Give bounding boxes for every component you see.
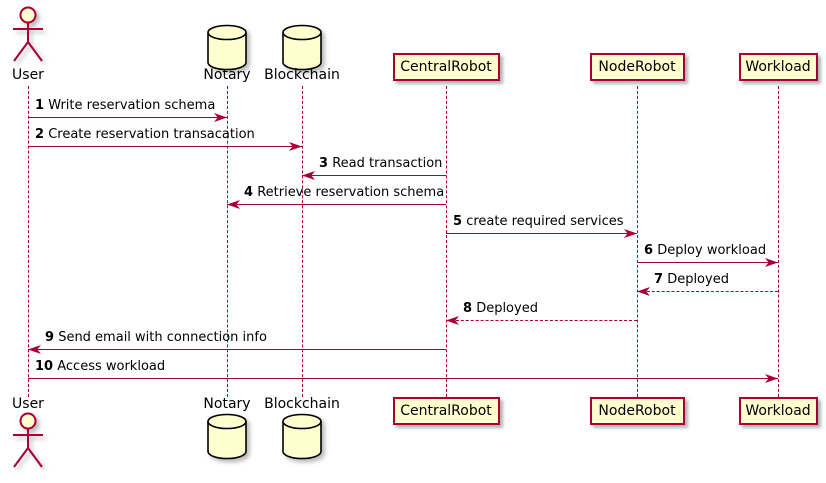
database-icon [207,24,247,75]
message-text: Send email with connection info [58,330,267,345]
participant-footer-noderobot: NodeRobot [589,397,685,425]
message-number: 4 [244,185,254,200]
arrowhead-icon [227,200,240,209]
arrowhead-icon [28,345,41,354]
lifeline-workload [778,86,779,397]
message-text: Retrieve reservation schema [257,185,445,200]
message-text: Deployed [476,301,538,316]
participant-header-workload: Workload [738,53,818,81]
actor-icon [0,6,56,68]
participant-name: NodeRobot [598,59,676,75]
participant-name: CentralRobot [400,403,492,419]
message-text: Write reservation schema [48,98,216,113]
message-3-line [302,175,446,176]
participant-header-centralrobot: CentralRobot [392,53,500,81]
message-text: Create reservation transacation [48,127,255,142]
arrowhead-icon [446,316,459,325]
message-number: 6 [644,243,654,258]
message-text: Access workload [57,359,166,374]
message-10-line [28,378,778,379]
message-3-label: 3 Read transaction [319,156,442,171]
message-4-line [227,204,446,205]
arrowhead-icon [624,229,637,238]
message-7-line [637,291,778,292]
database-icon [282,413,322,464]
lifeline-notary [227,86,228,397]
participant-footer-label-user: User [12,396,44,412]
lifeline-centralrobot [446,86,447,397]
arrowhead-icon [214,113,227,122]
message-text: Deployed [667,272,729,287]
message-number: 9 [45,330,55,345]
message-9-line [28,349,446,350]
participant-name: CentralRobot [400,59,492,75]
message-number: 5 [453,214,463,229]
message-number: 10 [35,359,54,374]
arrowhead-icon [765,258,778,267]
lifeline-blockchain [302,86,303,397]
participant-footer-label-notary: Notary [203,396,251,412]
participant-name: Workload [745,403,811,419]
message-text: Deploy workload [657,243,767,258]
message-number: 2 [35,127,45,142]
lifeline-noderobot [637,86,638,397]
participant-footer-centralrobot: CentralRobot [392,397,500,425]
arrowhead-icon [765,374,778,383]
arrowhead-icon [289,142,302,151]
message-1-label: 1 Write reservation schema [35,98,215,113]
arrowhead-icon [637,287,650,296]
participant-footer-label-blockchain: Blockchain [264,396,340,412]
database-icon [207,413,247,464]
message-8-line [446,320,637,321]
message-number: 3 [319,156,329,171]
message-text: Read transaction [332,156,443,171]
message-8-label: 8 Deployed [463,301,538,316]
message-text: create required services [466,214,624,229]
message-number: 8 [463,301,473,316]
database-icon [282,24,322,75]
message-6-line [637,262,778,263]
participant-header-label-notary: Notary [203,67,251,83]
message-7-label: 7 Deployed [654,272,729,287]
participant-name: NodeRobot [598,403,676,419]
participant-footer-workload: Workload [738,397,818,425]
message-5-label: 5 create required services [453,214,624,229]
participant-header-label-user: User [12,67,44,83]
message-4-label: 4 Retrieve reservation schema [244,185,444,200]
lifeline-user [28,86,29,397]
participant-header-noderobot: NodeRobot [589,53,685,81]
arrowhead-icon [302,171,315,180]
message-9-label: 9 Send email with connection info [45,330,267,345]
actor-icon [0,412,56,474]
message-5-line [446,233,637,234]
message-number: 1 [35,98,45,113]
participant-header-label-blockchain: Blockchain [264,67,340,83]
message-number: 7 [654,272,664,287]
message-1-line [28,117,227,118]
participant-name: Workload [745,59,811,75]
message-6-label: 6 Deploy workload [644,243,766,258]
message-2-line [28,146,302,147]
message-2-label: 2 Create reservation transacation [35,127,255,142]
message-10-label: 10 Access workload [35,359,165,374]
